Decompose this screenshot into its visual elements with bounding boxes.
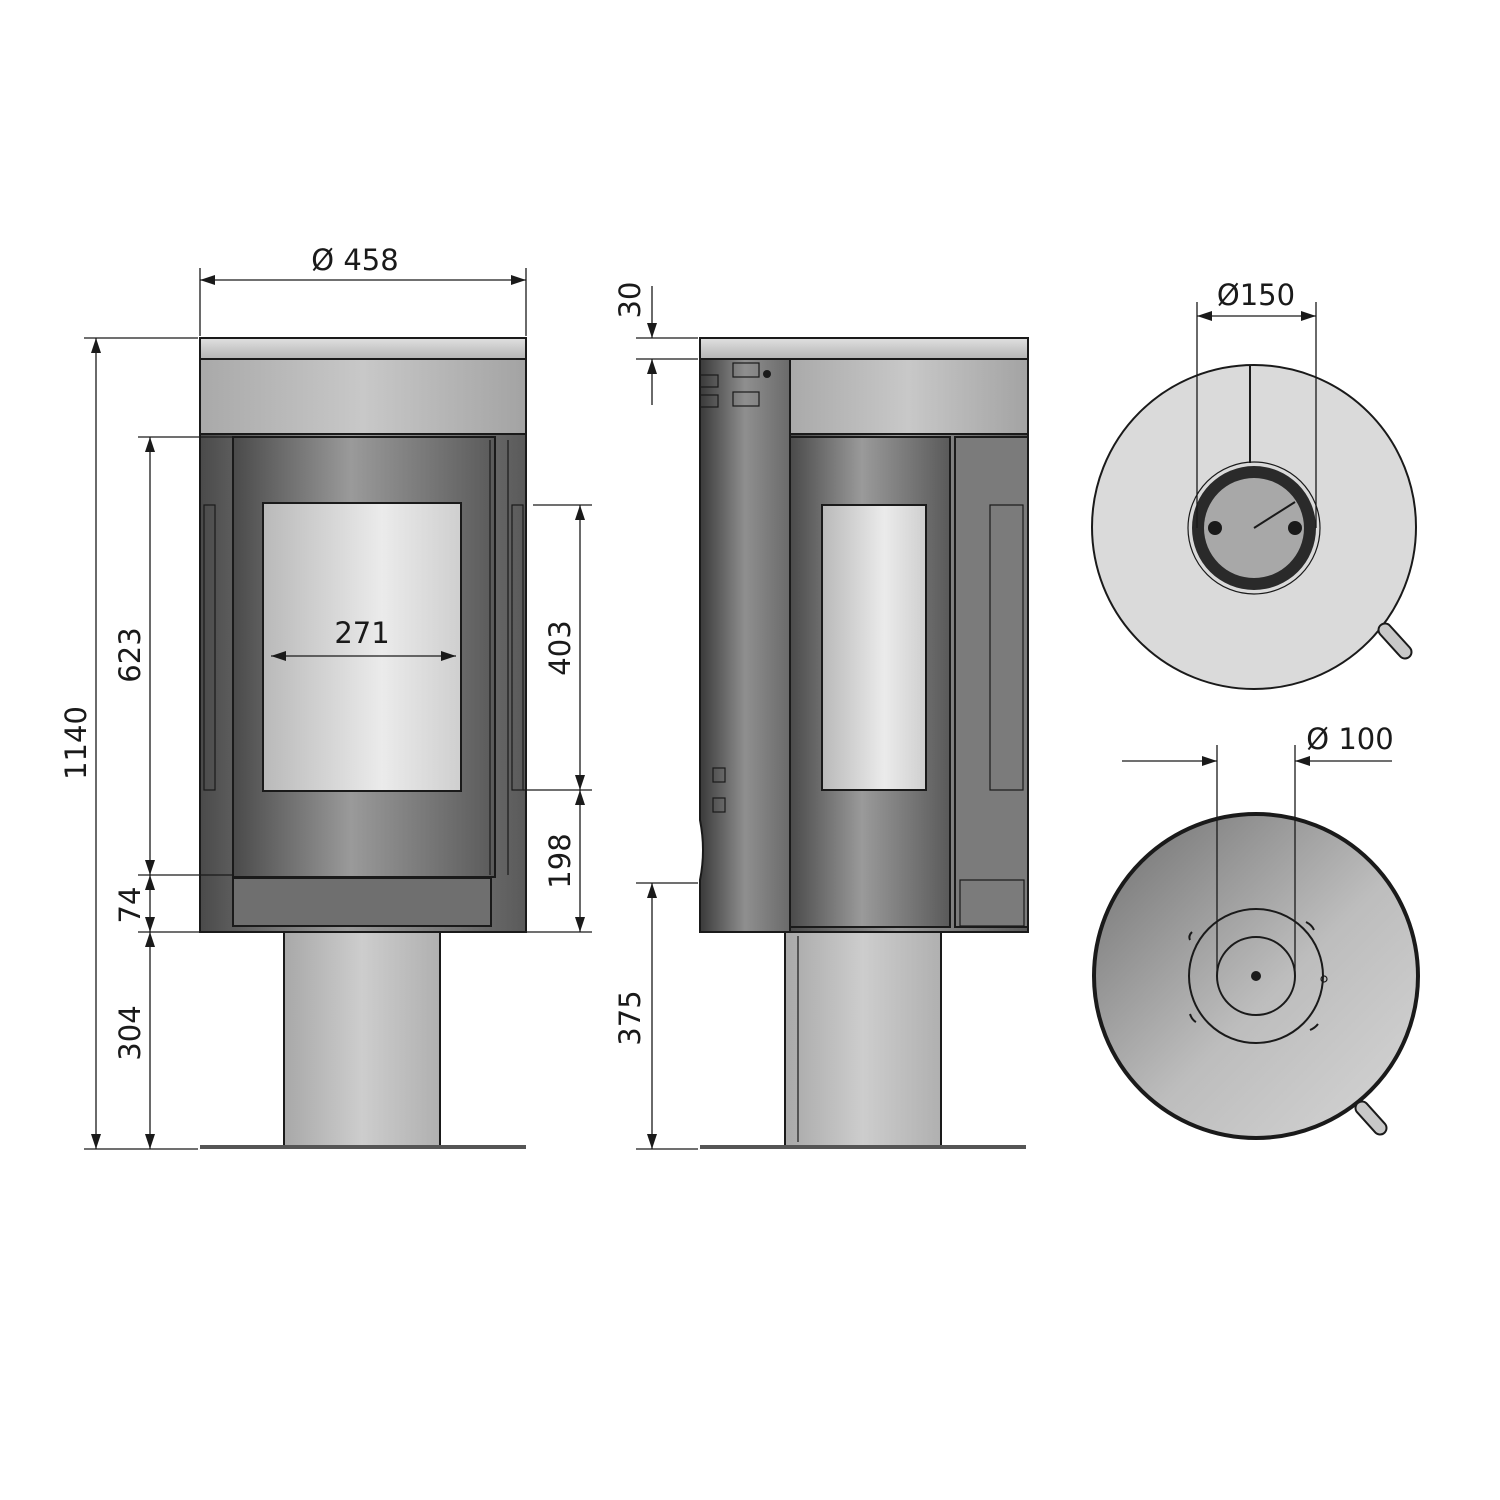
side-notch-1 bbox=[699, 374, 719, 388]
dim-total-height: 1140 bbox=[59, 706, 93, 780]
side-screw bbox=[763, 370, 771, 378]
side-floor-plate bbox=[700, 1145, 1026, 1149]
side-convection-section bbox=[787, 358, 1029, 435]
dim-window-width: 271 bbox=[334, 616, 389, 650]
side-ash-panel bbox=[959, 879, 1025, 927]
side-top-plate bbox=[699, 337, 1029, 360]
dim-window-bottom: 198 bbox=[543, 833, 577, 888]
front-convection-section bbox=[199, 358, 527, 435]
flue-bolt-right bbox=[1288, 521, 1302, 535]
side-vent-slot bbox=[732, 362, 760, 378]
side-glass-window bbox=[821, 504, 927, 791]
dim-pedestal-height: 304 bbox=[113, 1005, 147, 1060]
dim-front-diameter: Ø 458 bbox=[311, 243, 398, 277]
dim-ash-lip: 74 bbox=[113, 887, 147, 924]
flue-bolt-left bbox=[1208, 521, 1222, 535]
dim-window-height: 403 bbox=[543, 620, 577, 675]
dim-air-inlet-height: 375 bbox=[613, 990, 647, 1045]
front-top-plate bbox=[199, 337, 527, 360]
air-inlet-center bbox=[1251, 971, 1261, 981]
front-dimensions: Ø 458 1140 623 74 304 271 bbox=[59, 243, 592, 1150]
side-hinge-column bbox=[954, 436, 1029, 928]
front-right-side-glass bbox=[511, 504, 524, 791]
top-dimensions: Ø150 bbox=[1196, 278, 1317, 528]
dim-air-inlet-diameter: Ø 100 bbox=[1306, 722, 1393, 756]
side-rear-panel bbox=[699, 358, 791, 933]
bottom-view bbox=[1092, 812, 1420, 1140]
side-dimensions: 30 375 bbox=[613, 282, 698, 1150]
flue-collar-outer bbox=[1187, 461, 1321, 595]
dim-door-height: 623 bbox=[113, 627, 147, 682]
side-notch-2 bbox=[699, 394, 719, 408]
front-view bbox=[199, 337, 527, 1149]
side-side-glass bbox=[989, 504, 1024, 791]
side-notch-3 bbox=[712, 767, 726, 783]
side-pedestal bbox=[784, 931, 942, 1147]
front-ash-panel bbox=[232, 877, 492, 927]
dim-top-plate: 30 bbox=[613, 282, 647, 319]
front-floor-plate bbox=[200, 1145, 526, 1149]
side-vent-slot-2 bbox=[732, 391, 760, 407]
dim-flue-diameter: Ø150 bbox=[1217, 278, 1295, 312]
front-left-side-glass bbox=[203, 504, 216, 791]
front-glass-window bbox=[262, 502, 462, 792]
bottom-dimensions: Ø 100 bbox=[1122, 722, 1394, 976]
side-view bbox=[699, 337, 1029, 1149]
front-pedestal bbox=[283, 931, 441, 1147]
top-view bbox=[1091, 364, 1417, 690]
side-notch-4 bbox=[712, 797, 726, 813]
